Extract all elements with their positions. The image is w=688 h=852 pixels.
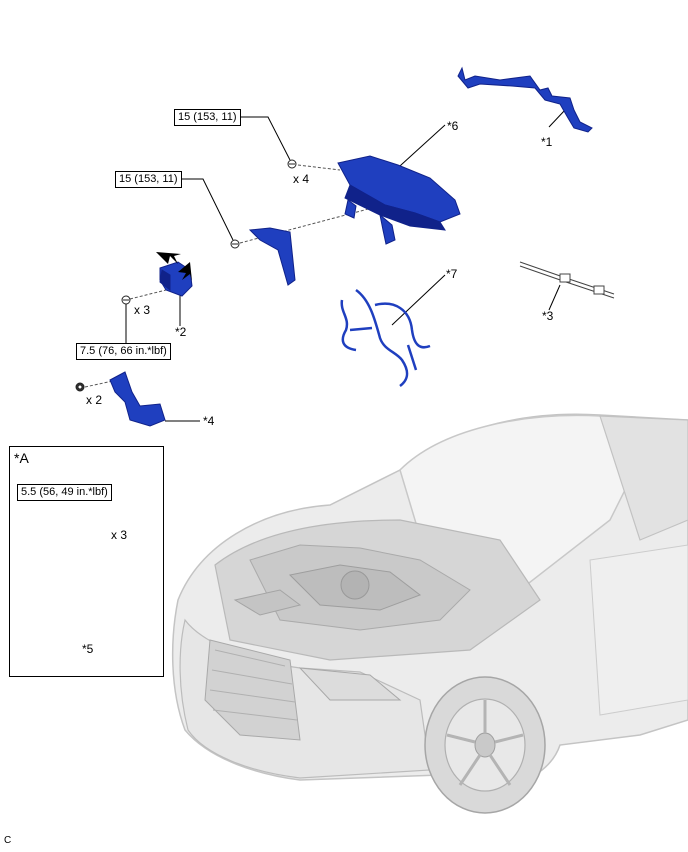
arrow-down-right-icon xyxy=(156,252,181,264)
bolt-icon xyxy=(121,295,131,305)
bolt-icon xyxy=(287,159,297,169)
direction-arrows xyxy=(156,252,192,281)
part-label-6: *6 xyxy=(447,119,459,133)
torque-spec-inset: 5.5 (56, 49 in.*lbf) xyxy=(17,484,112,501)
part-label-4: *4 xyxy=(203,414,215,428)
vehicle-illustration xyxy=(171,413,688,814)
quantity-bracket: x 3 xyxy=(134,303,151,317)
arrow-down-left-icon xyxy=(178,262,192,281)
part-label-2: *2 xyxy=(175,325,187,339)
inset-label: *A xyxy=(14,450,29,466)
torque-spec-bracket: 7.5 (76, 66 in.*lbf) xyxy=(76,343,171,360)
quantity-inset: x 3 xyxy=(111,528,128,542)
corner-code: C xyxy=(4,835,12,846)
cowl-bracket-part xyxy=(248,227,296,286)
torque-spec-cowl-lower: 15 (153, 11) xyxy=(115,171,182,188)
part-label-3: *3 xyxy=(542,309,554,323)
cable-3-part xyxy=(519,261,615,299)
inset-panel-a: *A 5.5 (56, 49 in.*lbf) x 3 *5 xyxy=(9,446,164,677)
part-label-5: *5 xyxy=(82,642,94,656)
part-label-7: *7 xyxy=(446,267,458,281)
wire-harness-1-part xyxy=(457,66,593,133)
quantity-lower: x 2 xyxy=(86,393,103,407)
bolt-icon xyxy=(230,239,240,249)
torque-spec-cowl-upper: 15 (153, 11) xyxy=(174,109,241,126)
wire-harness-7-part xyxy=(340,288,431,387)
quantity-cowl: x 4 xyxy=(293,172,310,186)
part-label-1: *1 xyxy=(541,135,553,149)
bracket-4-part xyxy=(109,371,166,427)
bolt-icon xyxy=(75,382,85,392)
